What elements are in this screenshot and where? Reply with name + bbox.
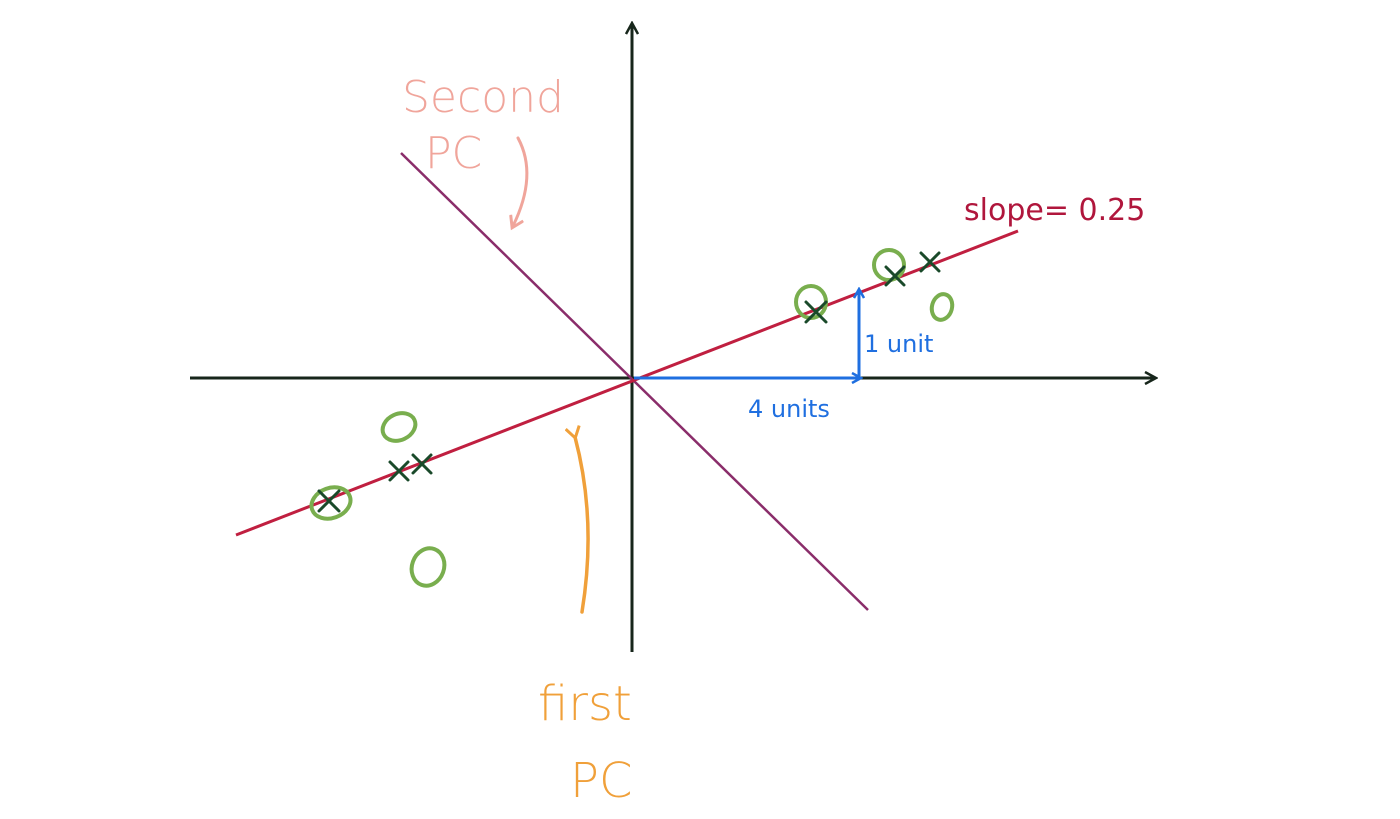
slope-label: slope= 0.25 [964,193,1145,228]
first-pc-label-line2: PC [570,753,632,809]
data-point-circle [309,485,353,521]
data-point-circle [929,292,955,322]
first-pc-pointer-arrow [575,437,590,614]
projected-point-mark [919,251,941,273]
data-point-circle [872,248,906,282]
data-point-circle [380,411,418,443]
data-point-circle [794,284,828,320]
rise-label: 1 unit [864,330,933,358]
projected-point-mark [388,460,410,482]
first-pc-label-line1: first [538,676,632,732]
second-pc-pointer-arrow [513,136,529,226]
projected-point-mark [317,489,341,513]
projected-point-mark [411,453,433,475]
second-pc-label-line2: PC [425,128,482,179]
projected-point-mark [884,265,906,287]
data-point-circle [409,546,447,588]
second-pc-label-line1: Second [402,72,564,123]
projected-point-mark [804,300,828,324]
run-label: 4 units [748,395,830,423]
